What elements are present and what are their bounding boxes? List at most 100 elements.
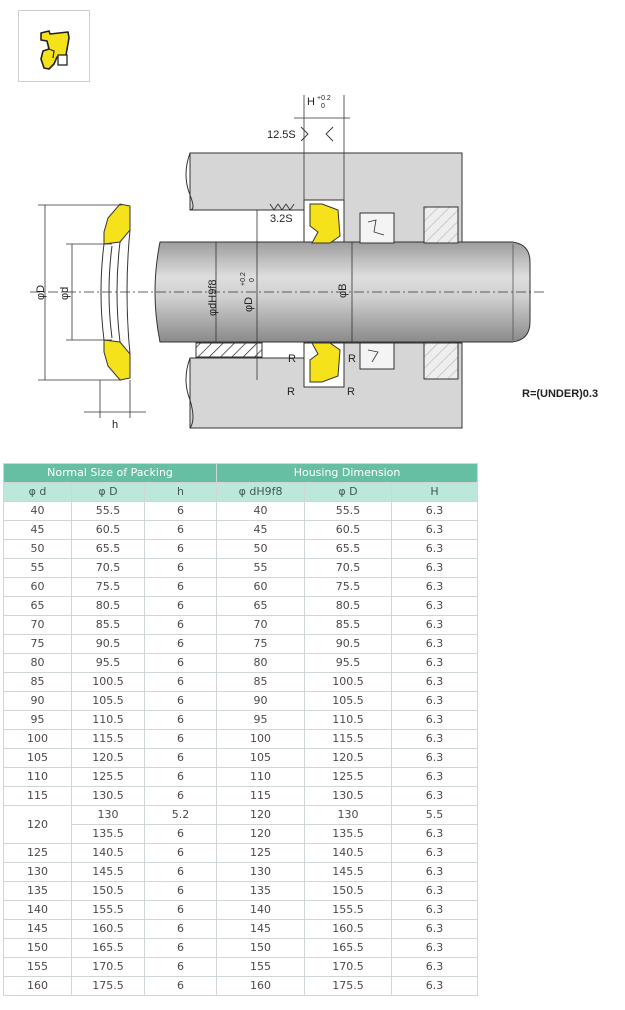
table-cell: 6 [143,691,218,711]
table-cell: 115 [216,786,306,806]
D-tol-upper: +0.2 [240,272,247,286]
table-cell: 6 [143,558,218,578]
table-cell: 6 [143,672,218,692]
table-cell: 6.3 [391,938,479,958]
column-header-housing-D: φ D [304,482,393,502]
table-cell: 125 [3,843,72,863]
table-cell: 160.5 [304,919,393,939]
table-cell: 170.5 [304,957,393,977]
table-cell: 130.5 [71,786,145,806]
wiper-upper [359,206,459,244]
table-cell: 120.5 [304,748,393,768]
table-cell: 145 [3,919,72,939]
table-cell: 6 [143,824,218,844]
table-cell: 155 [3,957,72,977]
table-cell: 150.5 [71,881,145,901]
table-cell: 40 [3,501,72,521]
table-cell: 6.3 [391,558,479,578]
table-cell: 145.5 [71,862,145,882]
table-cell: 6 [143,862,218,882]
table-cell: 6 [143,596,218,616]
table-cell: 50 [216,539,306,559]
table-cell: 6 [143,653,218,673]
table-cell: 60 [3,577,72,597]
table-cell: 6.3 [391,767,479,787]
table-cell: 155.5 [71,900,145,920]
radius-note: R=(UNDER)0.3 [522,388,598,400]
table-cell: 6 [143,919,218,939]
table-cell: 6 [143,957,218,977]
table-cell: 110 [216,767,306,787]
table-cell: 6 [143,786,218,806]
table-cell: 175.5 [304,976,393,996]
table-cell: 120.5 [71,748,145,768]
table-cell: 5.5 [391,805,479,825]
table-cell: 6.3 [391,824,479,844]
table-cell: 6.3 [391,748,479,768]
table-cell: 6.3 [391,672,479,692]
table-cell: 6 [143,976,218,996]
table-cell: 140 [3,900,72,920]
radius-label-4: R [347,386,355,398]
table-cell: 135.5 [71,824,145,844]
table-cell: 160 [3,976,72,996]
table-cell: 130 [304,805,393,825]
table-cell: 105.5 [304,691,393,711]
table-cell: 105.5 [71,691,145,711]
table-cell: 80 [3,653,72,673]
table-cell: 55 [216,558,306,578]
table-cell: 75 [3,634,72,654]
table-cell: 85 [3,672,72,692]
table-cell: 6.3 [391,615,479,635]
seal-profile-icon [40,30,70,70]
table-cell: 6.3 [391,976,479,996]
column-header-H: H [391,482,479,502]
table-cell: 45 [216,520,306,540]
table-cell: 120 [216,805,306,825]
table-cell: 100.5 [304,672,393,692]
table-cell: 115.5 [71,729,145,749]
seal-section-lower [309,342,341,383]
table-cell: 40 [216,501,306,521]
table-cell: 6 [143,634,218,654]
table-cell: 160.5 [71,919,145,939]
table-cell: 90 [216,691,306,711]
table-cell: 170.5 [71,957,145,977]
table-cell: 175.5 [71,976,145,996]
table-cell: 6.3 [391,900,479,920]
table-cell: 6.3 [391,596,479,616]
table-cell: 70 [216,615,306,635]
table-cell: 6 [143,501,218,521]
table-cell: 165.5 [71,938,145,958]
h-dim-label: H [307,96,315,108]
table-cell: 165.5 [304,938,393,958]
table-cell: 85.5 [71,615,145,635]
table-cell: 6.3 [391,919,479,939]
table-cell: 6 [143,881,218,901]
table-cell: 90.5 [71,634,145,654]
guide-ring-hatch [195,342,263,358]
table-cell: 130 [216,862,306,882]
table-cell: 6.3 [391,577,479,597]
table-cell: 6.3 [391,957,479,977]
table-cell: 75 [216,634,306,654]
column-header-h: h [143,482,218,502]
table-cell: 6 [143,615,218,635]
table-cell: 145.5 [304,862,393,882]
dimension-table: Normal Size of Packing Housing Dimension… [2,463,479,996]
column-header-D: φ D [71,482,145,502]
table-cell: 6.3 [391,862,479,882]
table-cell: 6.3 [391,653,479,673]
